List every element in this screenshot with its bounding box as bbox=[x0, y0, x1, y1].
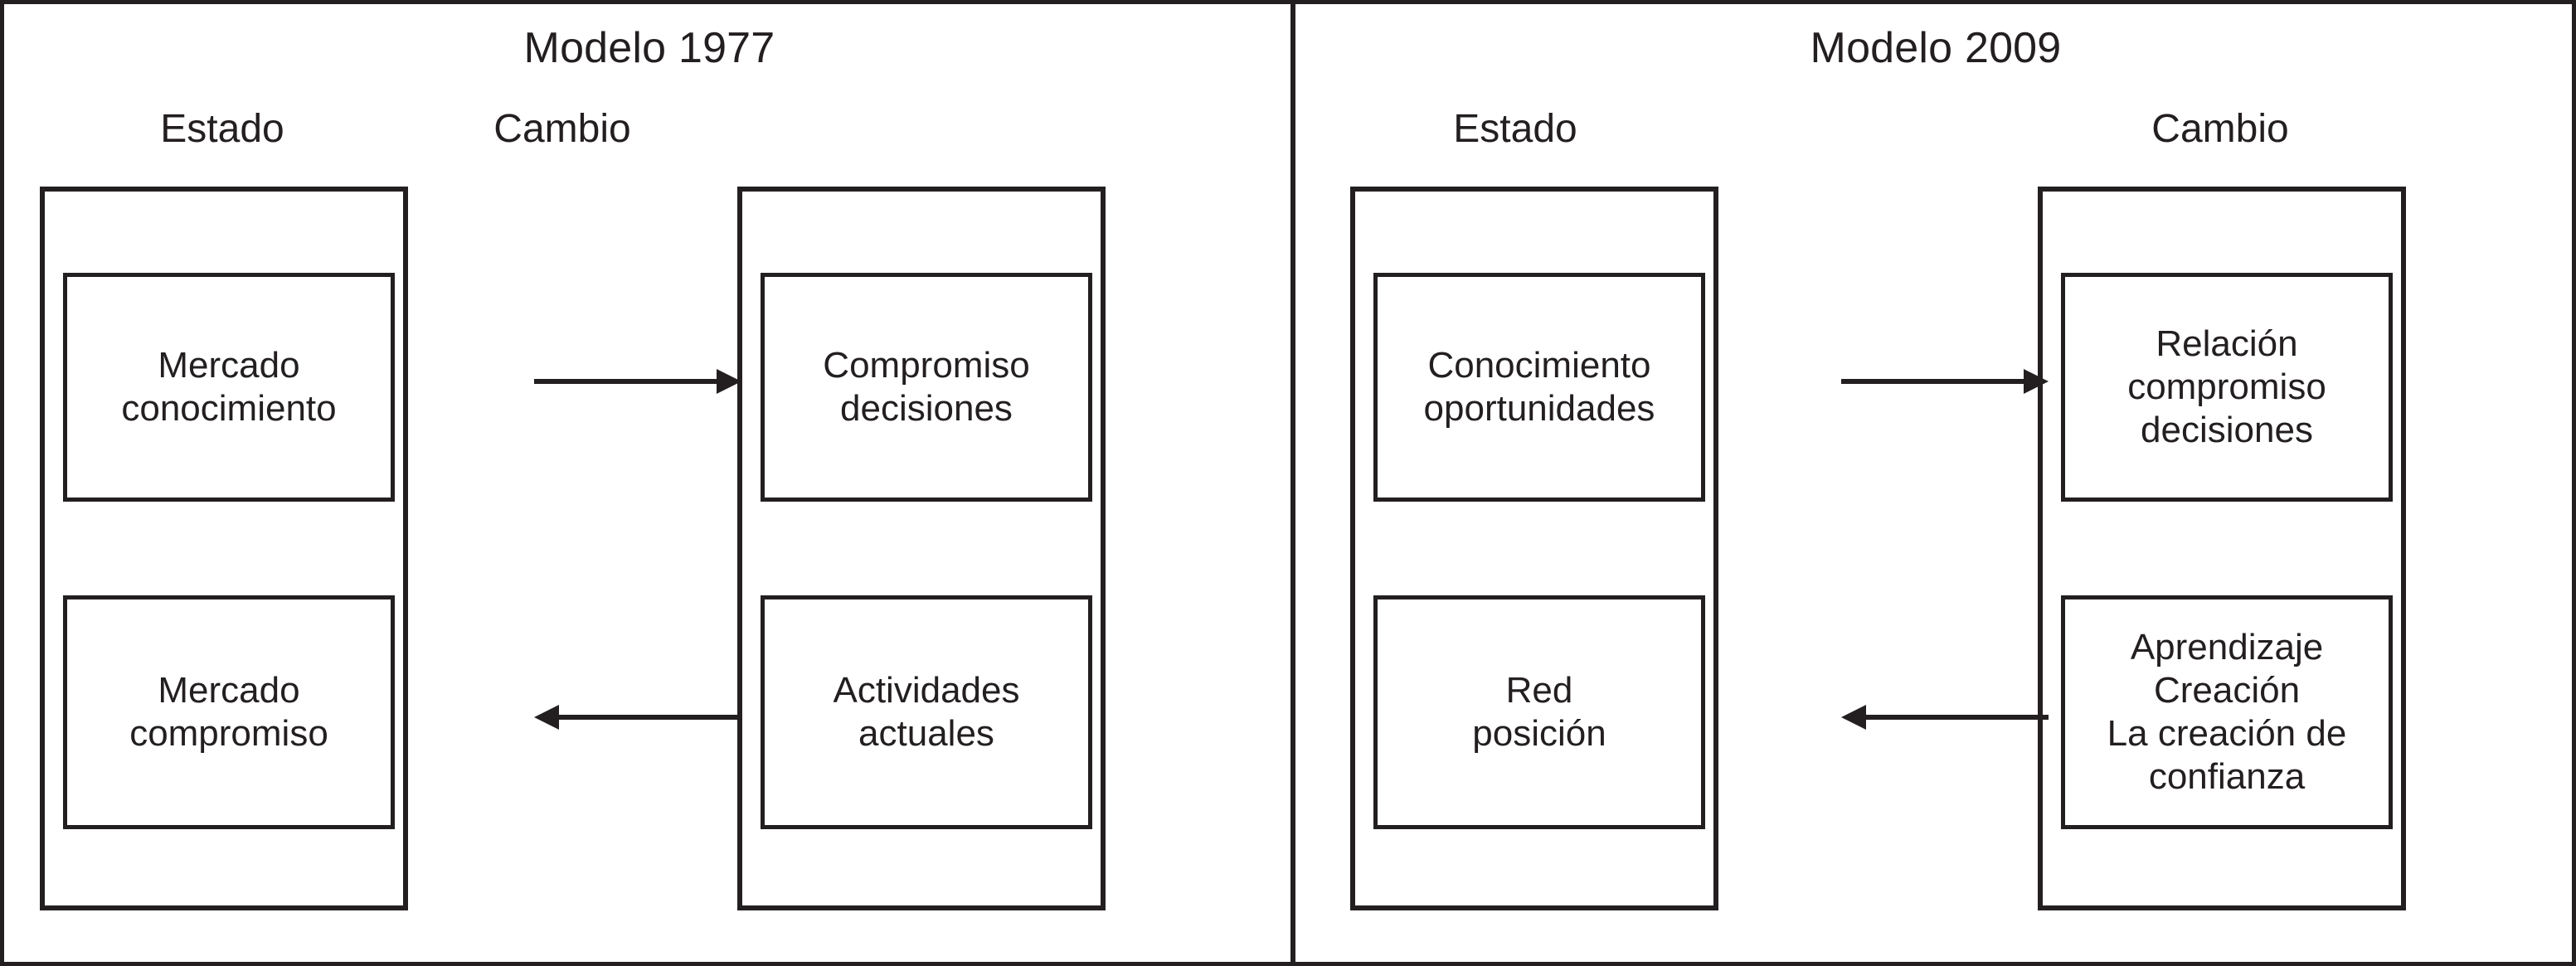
arrow-head-left-icon bbox=[534, 705, 559, 730]
panel-title-modelo-1977: Modelo 1977 bbox=[523, 24, 775, 72]
box-mercado-conocimiento[interactable]: Mercado conocimiento bbox=[63, 273, 395, 502]
panel-title-modelo-2009: Modelo 2009 bbox=[1810, 24, 2062, 72]
arrow-cambio-to-estado-1977 bbox=[534, 705, 741, 730]
panel-modelo-1977: Modelo 1977 Estado Cambio Mercado conoci… bbox=[8, 4, 1290, 962]
box-actividades-actuales-label: Actividades actuales bbox=[833, 670, 1020, 754]
column-label-cambio-1977: Cambio bbox=[493, 107, 631, 151]
container-estado-1977: Mercado conocimiento Mercado compromiso bbox=[40, 187, 408, 910]
arrow-estado-to-cambio-2009 bbox=[1841, 369, 2049, 394]
box-actividades-actuales[interactable]: Actividades actuales bbox=[761, 595, 1092, 829]
column-label-estado-2009: Estado bbox=[1453, 107, 1577, 151]
arrow-cambio-to-estado-2009 bbox=[1841, 705, 2049, 730]
box-compromiso-decisiones[interactable]: Compromiso decisiones bbox=[761, 273, 1092, 502]
box-conocimiento-oportunidades[interactable]: Conocimiento oportunidades bbox=[1373, 273, 1705, 502]
box-aprendizaje-creacion[interactable]: Aprendizaje Creación La creación de conf… bbox=[2061, 595, 2393, 829]
box-compromiso-decisiones-label: Compromiso decisiones bbox=[823, 345, 1030, 429]
box-relacion-compromiso-decisiones[interactable]: Relación compromiso decisiones bbox=[2061, 273, 2393, 502]
container-cambio-2009: Relación compromiso decisiones Aprendiza… bbox=[2038, 187, 2406, 910]
container-cambio-1977: Compromiso decisiones Actividades actual… bbox=[737, 187, 1106, 910]
arrow-head-right-icon bbox=[2024, 369, 2049, 394]
arrow-shaft bbox=[534, 379, 720, 384]
panel-divider bbox=[1290, 4, 1295, 962]
arrow-estado-to-cambio-1977 bbox=[534, 369, 741, 394]
box-conocimiento-oportunidades-label: Conocimiento oportunidades bbox=[1423, 345, 1655, 429]
box-aprendizaje-creacion-label: Aprendizaje Creación La creación de conf… bbox=[2107, 627, 2347, 797]
box-red-posicion[interactable]: Red posición bbox=[1373, 595, 1705, 829]
arrow-shaft bbox=[556, 715, 741, 720]
box-red-posicion-label: Red posición bbox=[1472, 670, 1606, 754]
column-label-cambio-2009: Cambio bbox=[2151, 107, 2289, 151]
arrow-shaft bbox=[1841, 379, 2027, 384]
arrow-shaft bbox=[1863, 715, 2049, 720]
box-mercado-compromiso[interactable]: Mercado compromiso bbox=[63, 595, 395, 829]
container-estado-2009: Conocimiento oportunidades Red posición bbox=[1350, 187, 1718, 910]
arrow-head-left-icon bbox=[1841, 705, 1866, 730]
box-mercado-conocimiento-label: Mercado conocimiento bbox=[121, 345, 337, 429]
panel-modelo-2009: Modelo 2009 Estado Cambio Conocimiento o… bbox=[1295, 4, 2572, 962]
box-relacion-compromiso-decisiones-label: Relación compromiso decisiones bbox=[2127, 323, 2326, 450]
arrow-head-right-icon bbox=[717, 369, 741, 394]
column-label-estado-1977: Estado bbox=[160, 107, 284, 151]
box-mercado-compromiso-label: Mercado compromiso bbox=[129, 670, 328, 754]
